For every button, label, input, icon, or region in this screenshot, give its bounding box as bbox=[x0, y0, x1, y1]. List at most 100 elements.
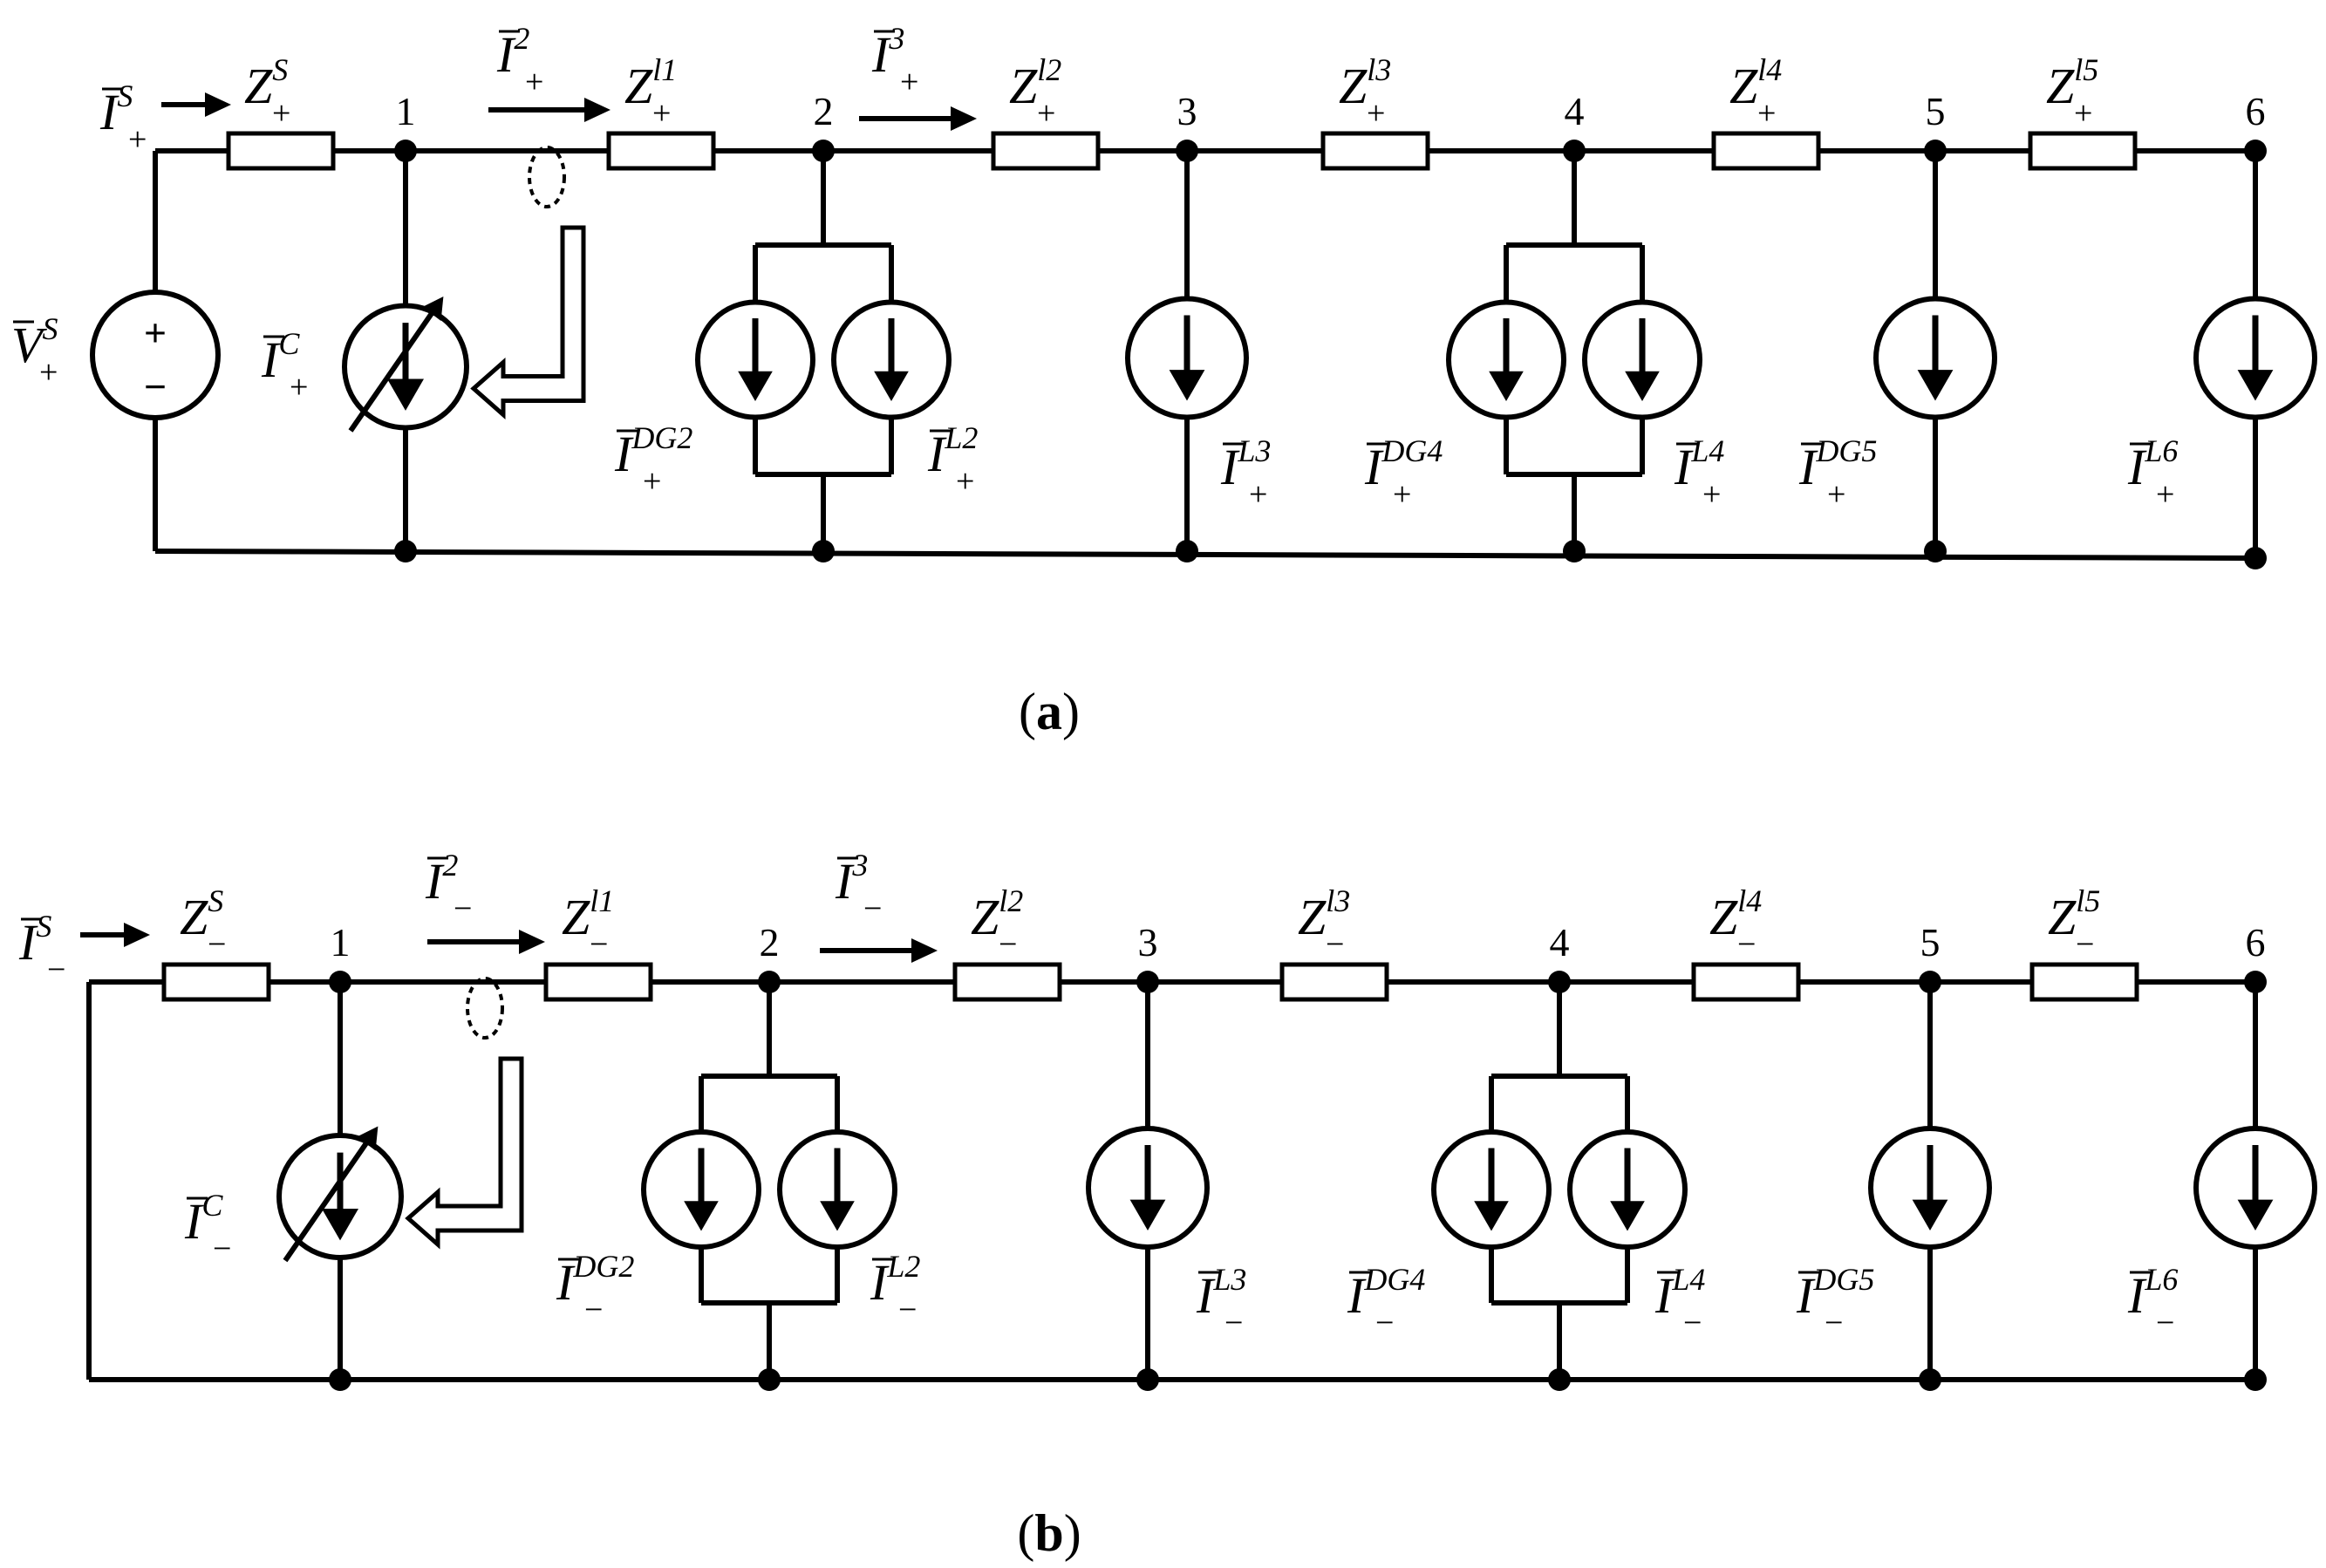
b-node-5-bottom-dot bbox=[1919, 1368, 1941, 1391]
a-measurement-arrow bbox=[470, 225, 586, 420]
a-compensator-source bbox=[342, 297, 469, 433]
a-impedance-label-0-sup: S bbox=[272, 52, 288, 87]
b-impedance-label-2-base: Z bbox=[971, 889, 999, 945]
b-compensator-label-base: I bbox=[184, 1193, 204, 1250]
a-node2-dg-source-arrow-head bbox=[738, 371, 773, 402]
a-shunt-label-3-sub: + bbox=[1393, 476, 1411, 513]
a-shunt-label-6: IL6+ bbox=[2127, 433, 2178, 513]
a-impedance-label-1-base: Z bbox=[624, 58, 653, 114]
b-shunt-label-2: IL3− bbox=[1196, 1262, 1246, 1341]
panel-b-caption-letter: b bbox=[1034, 1504, 1063, 1562]
a-impedance-label-3: Zl3+ bbox=[1339, 52, 1391, 132]
b-node4-load-source bbox=[1567, 1129, 1688, 1250]
b-node-4-bottom-dot bbox=[1548, 1368, 1571, 1391]
b-shunt-label-3-sub: − bbox=[1375, 1305, 1394, 1341]
a-node4-load-source bbox=[1582, 299, 1702, 420]
a-compensator-source-arrow-head bbox=[387, 378, 424, 411]
panel-b-caption: (b) bbox=[1017, 1504, 1081, 1562]
a-node-1-label: 1 bbox=[396, 89, 416, 133]
a-source-voltage-label: VS+ bbox=[11, 311, 58, 391]
a-impedance-label-2-base: Z bbox=[1009, 58, 1038, 114]
b-branch-current-label-1: I3− bbox=[835, 848, 882, 927]
a-shunt-label-2-base: I bbox=[1220, 439, 1240, 495]
b-node5-source-arrow-head bbox=[1912, 1199, 1948, 1231]
a-impedance-box-4 bbox=[1711, 131, 1821, 171]
a-compensator-source-variable-slash bbox=[348, 301, 441, 433]
b-compensator-label: IC− bbox=[184, 1188, 231, 1267]
b-impedance-label-5: Zl5− bbox=[2048, 883, 2100, 963]
b-branch-current-arrow-0 bbox=[427, 930, 545, 954]
b-impedance-box-3 bbox=[1279, 962, 1389, 1002]
b-shunt-label-6: IL6− bbox=[2127, 1262, 2178, 1341]
b-shunt-label-4-sub: − bbox=[1683, 1305, 1702, 1341]
b-impedance-label-2-sup: l2 bbox=[999, 883, 1023, 918]
b-node-1-bottom-dot bbox=[329, 1368, 351, 1391]
a-shunt-label-6-sub: + bbox=[2156, 476, 2174, 513]
b-node4-dg-source-arrow-head bbox=[1474, 1201, 1509, 1231]
a-impedance-box-1 bbox=[606, 131, 716, 171]
a-impedance-label-5: Zl5+ bbox=[2046, 52, 2098, 132]
a-shunt-label-3-base: I bbox=[1364, 439, 1384, 495]
b-node-2-bottom-dot bbox=[758, 1368, 781, 1391]
b-impedance-box-4 bbox=[1691, 962, 1801, 1002]
b-branch-current-arrow-1-head bbox=[911, 938, 938, 963]
a-node-5-bottom-dot bbox=[1924, 540, 1947, 562]
a-shunt-label-5: IDG5+ bbox=[1798, 433, 1877, 513]
b-node3-source-arrow-head bbox=[1129, 1199, 1166, 1231]
a-branch-current-label-0-sub: + bbox=[525, 64, 543, 100]
a-impedance-label-2: Zl2 + bbox=[1009, 52, 1061, 132]
a-impedance-label-2-sub: + bbox=[1037, 95, 1055, 132]
a-branch-current-label-1-sub: + bbox=[900, 64, 918, 100]
b-shunt-label-3-sup: DG4 bbox=[1363, 1262, 1425, 1297]
b-impedance-label-0-base: Z bbox=[180, 889, 208, 945]
a-node2-dg-source bbox=[695, 299, 815, 420]
a-impedance-label-3-sub: + bbox=[1367, 95, 1385, 132]
a-compensator-label-sup: C bbox=[278, 326, 300, 361]
b-shunt-label-5-sup: DG5 bbox=[1812, 1262, 1874, 1297]
a-shunt-label-0-sup: DG2 bbox=[631, 420, 692, 455]
b-branch-current-label-0-sub: − bbox=[454, 890, 472, 927]
b-node-1-top-dot bbox=[329, 971, 351, 993]
a-node-6-label: 6 bbox=[2246, 89, 2266, 133]
b-shunt-label-6-base: I bbox=[2127, 1267, 2147, 1324]
b-branch-current-label-1-sup: 3 bbox=[851, 848, 868, 883]
b-shunt-label-1: IL2− bbox=[870, 1249, 920, 1328]
b-node4-load-source-arrow-head bbox=[1610, 1201, 1645, 1231]
a-shunt-label-4-sub: + bbox=[1702, 476, 1721, 513]
b-source-current-arrow-head bbox=[124, 923, 150, 947]
b-shunt-label-2-sub: − bbox=[1224, 1305, 1243, 1341]
b-node6-source-arrow-head bbox=[2237, 1199, 2274, 1231]
b-shunt-label-1-sub: − bbox=[898, 1292, 917, 1328]
b-shunt-label-0: IDG2− bbox=[556, 1249, 634, 1328]
b-branch-current-label-0-sup: 2 bbox=[442, 848, 458, 883]
panel-b-caption-paren-close: ) bbox=[1064, 1504, 1081, 1562]
a-voltage-minus: − bbox=[144, 365, 167, 409]
a-impedance-box-5 bbox=[2028, 131, 2138, 171]
a-node-3-label: 3 bbox=[1177, 89, 1197, 133]
b-measurement-arrow bbox=[405, 1056, 524, 1250]
b-impedance-label-1-base: Z bbox=[562, 889, 590, 945]
b-impedance-box-0 bbox=[161, 962, 271, 1002]
a-source-current-arrow bbox=[161, 92, 231, 117]
b-compensator-label-sub: − bbox=[213, 1231, 231, 1267]
b-node-2-label: 2 bbox=[760, 920, 780, 965]
a-impedance-label-4-sub: + bbox=[1757, 95, 1776, 132]
b-compensator-source-variable-slash bbox=[283, 1130, 376, 1263]
b-source-current-label-sub: − bbox=[47, 951, 65, 988]
a-node-5-label: 5 bbox=[1926, 89, 1946, 133]
b-impedance-label-4-sub: − bbox=[1737, 926, 1756, 963]
b-branch-current-label-0: I2− bbox=[425, 848, 472, 927]
a-impedance-label-1-sub: + bbox=[652, 95, 671, 132]
b-current-sensor bbox=[466, 977, 504, 1040]
a-source-voltage-label-sub: + bbox=[39, 354, 58, 391]
b-node5-source bbox=[1868, 1126, 1992, 1250]
a-shunt-label-1-sub: + bbox=[956, 463, 974, 500]
b-node-6-bottom-dot bbox=[2244, 1368, 2267, 1391]
a-impedance-label-5-sup: l5 bbox=[2074, 52, 2098, 87]
b-shunt-label-4: IL4− bbox=[1654, 1262, 1705, 1341]
b-source-current-label-sup: S bbox=[36, 909, 51, 944]
a-shunt-label-1-sup: L2 bbox=[944, 420, 978, 455]
b-impedance-label-2: Zl2− bbox=[971, 883, 1023, 963]
a-impedance-label-2-sup: l2 bbox=[1037, 52, 1061, 87]
